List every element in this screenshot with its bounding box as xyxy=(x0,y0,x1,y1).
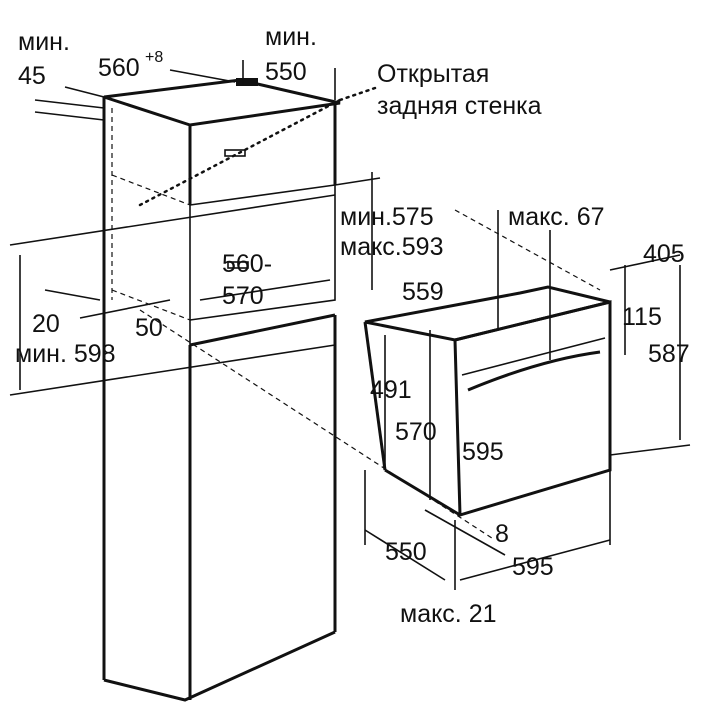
label-595-width: 595 xyxy=(512,553,554,581)
label-560: 560 xyxy=(98,54,140,82)
label-open-back-2: задняя стенка xyxy=(377,92,542,120)
label-550-top: 550 xyxy=(265,58,307,86)
label-20: 20 xyxy=(32,310,60,338)
label-115: 115 xyxy=(622,303,662,331)
label-550-bottom: 550 xyxy=(385,538,427,566)
label-595-height: 595 xyxy=(462,438,504,466)
shelf-support xyxy=(227,261,249,269)
label-560-niche: 560- xyxy=(222,250,272,278)
oven-handle[interactable] xyxy=(467,350,601,392)
label-560-tolerance: +8 xyxy=(145,49,163,66)
oven-front xyxy=(453,300,612,517)
label-max-593: макс.593 xyxy=(340,233,443,261)
label-405: 405 xyxy=(643,240,685,268)
label-max-21: макс. 21 xyxy=(400,600,497,628)
label-45: 45 xyxy=(18,62,46,90)
label-max-67: макс. 67 xyxy=(508,203,605,231)
tall-cabinet xyxy=(102,78,377,702)
dimension-labels: мин. 45 560 +8 мин. 550 Открытая задняя … xyxy=(15,23,690,628)
label-50: 50 xyxy=(135,314,163,342)
cabinet-dimensions xyxy=(9,60,381,396)
cabinet-top xyxy=(103,78,341,127)
label-559: 559 xyxy=(402,278,444,306)
label-570-side: 570 xyxy=(395,418,437,446)
label-min-top: мин. xyxy=(265,23,317,51)
label-min-598: мин. 598 xyxy=(15,340,116,368)
label-min-left: мин. xyxy=(18,28,70,56)
oven xyxy=(139,209,691,590)
label-8: 8 xyxy=(495,520,509,548)
label-491: 491 xyxy=(370,376,412,404)
label-min-575: мин.575 xyxy=(340,203,434,231)
label-587: 587 xyxy=(648,340,690,368)
oven-top xyxy=(364,285,611,342)
label-570-niche: 570 xyxy=(222,282,264,310)
label-open-back-1: Открытая xyxy=(377,60,489,88)
rear-vent xyxy=(236,78,258,86)
